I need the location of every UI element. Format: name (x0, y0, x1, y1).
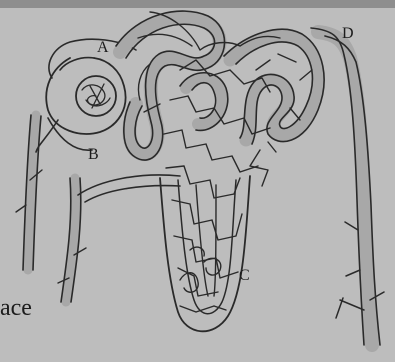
label-d: D (342, 26, 354, 42)
distal-tubule-cluster (180, 29, 324, 144)
label-b: B (88, 147, 99, 163)
proximal-tubule (116, 11, 225, 160)
cropped-text-fragment: ace (0, 296, 32, 320)
arteriole-left (16, 115, 42, 270)
label-a: A (97, 40, 109, 56)
label-c: C (239, 268, 250, 284)
